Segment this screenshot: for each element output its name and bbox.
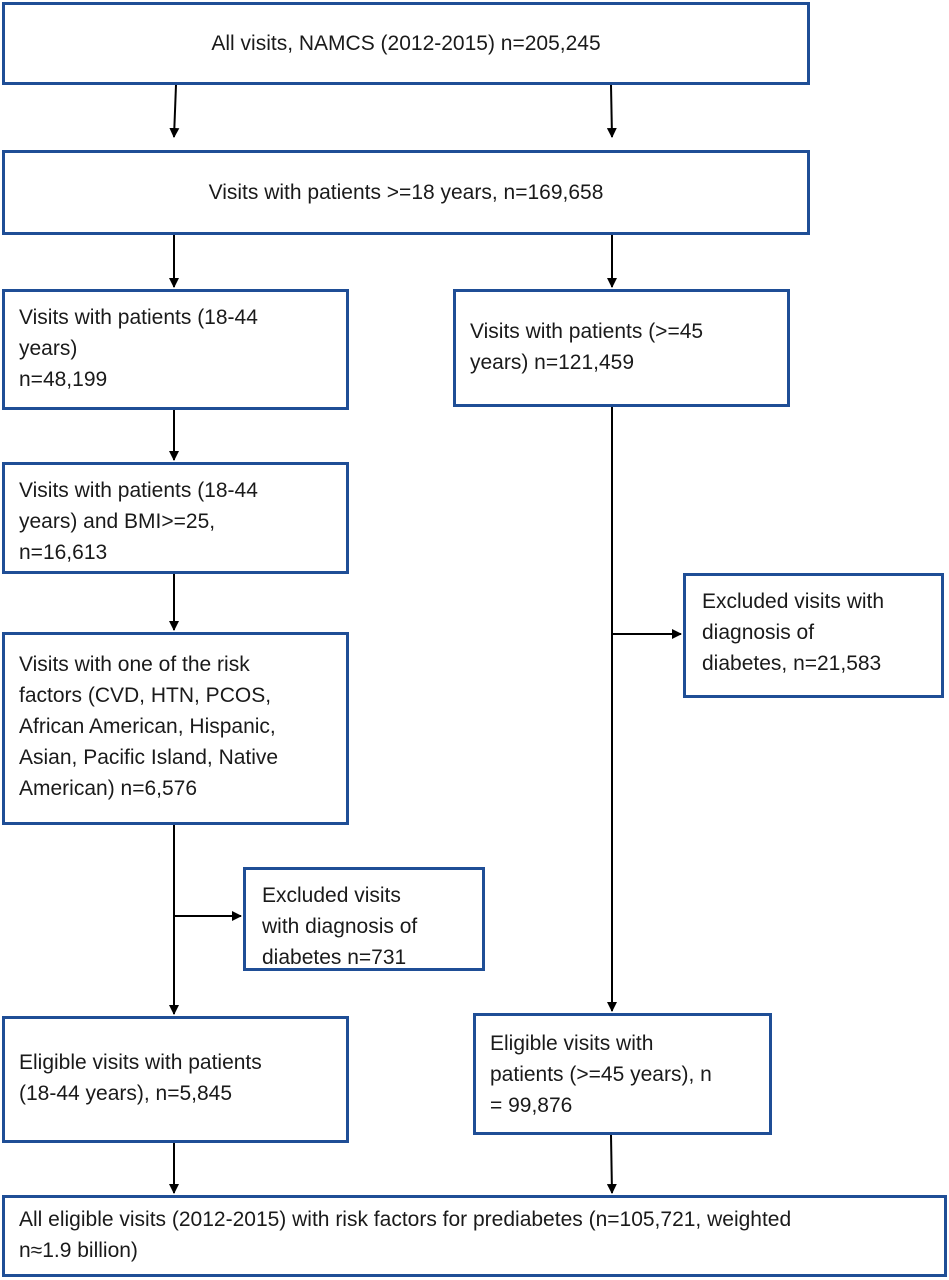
node-eligible-45-text: Eligible visits with patients (>=45 year… — [490, 1032, 712, 1117]
node-45-plus: Visits with patients (>=45 years) n=121,… — [453, 289, 790, 407]
node-risk-factors-text: Visits with one of the risk factors (CVD… — [19, 653, 279, 800]
node-eligible-45: Eligible visits with patients (>=45 year… — [473, 1013, 772, 1135]
node-adults: Visits with patients >=18 years, n=169,6… — [2, 150, 810, 235]
node-all-visits: All visits, NAMCS (2012-2015) n=205,245 — [2, 2, 810, 85]
node-all-visits-text: All visits, NAMCS (2012-2015) n=205,245 — [211, 32, 601, 55]
node-adults-text: Visits with patients >=18 years, n=169,6… — [208, 181, 604, 204]
node-45-plus-text: Visits with patients (>=45 years) n=121,… — [470, 320, 704, 374]
node-excluded-18-44-text: Excluded visits with diagnosis of diabet… — [262, 884, 418, 969]
node-eligible-18-44: Eligible visits with patients (18-44 yea… — [2, 1016, 349, 1143]
arrow-all-to-adults-left — [169, 84, 180, 138]
node-18-44: Visits with patients (18-44 years) n=48,… — [2, 289, 349, 410]
node-excluded-18-44: Excluded visits with diagnosis of diabet… — [243, 867, 485, 971]
node-all-eligible: All eligible visits (2012-2015) with ris… — [2, 1195, 947, 1277]
node-bmi: Visits with patients (18-44 years) and B… — [2, 462, 349, 574]
node-all-eligible-text: All eligible visits (2012-2015) with ris… — [19, 1208, 792, 1262]
arrow-all-to-adults-right — [606, 84, 617, 138]
node-18-44-text: Visits with patients (18-44 years) n=48,… — [19, 306, 258, 391]
node-bmi-text: Visits with patients (18-44 years) and B… — [19, 479, 258, 564]
node-excluded-45-text: Excluded visits with diagnosis of diabet… — [702, 590, 885, 675]
node-risk-factors: Visits with one of the risk factors (CVD… — [2, 632, 349, 825]
arrow-eligible-45-to-all — [606, 1134, 617, 1194]
node-eligible-18-44-text: Eligible visits with patients (18-44 yea… — [19, 1051, 262, 1105]
node-excluded-45: Excluded visits with diagnosis of diabet… — [683, 573, 944, 698]
